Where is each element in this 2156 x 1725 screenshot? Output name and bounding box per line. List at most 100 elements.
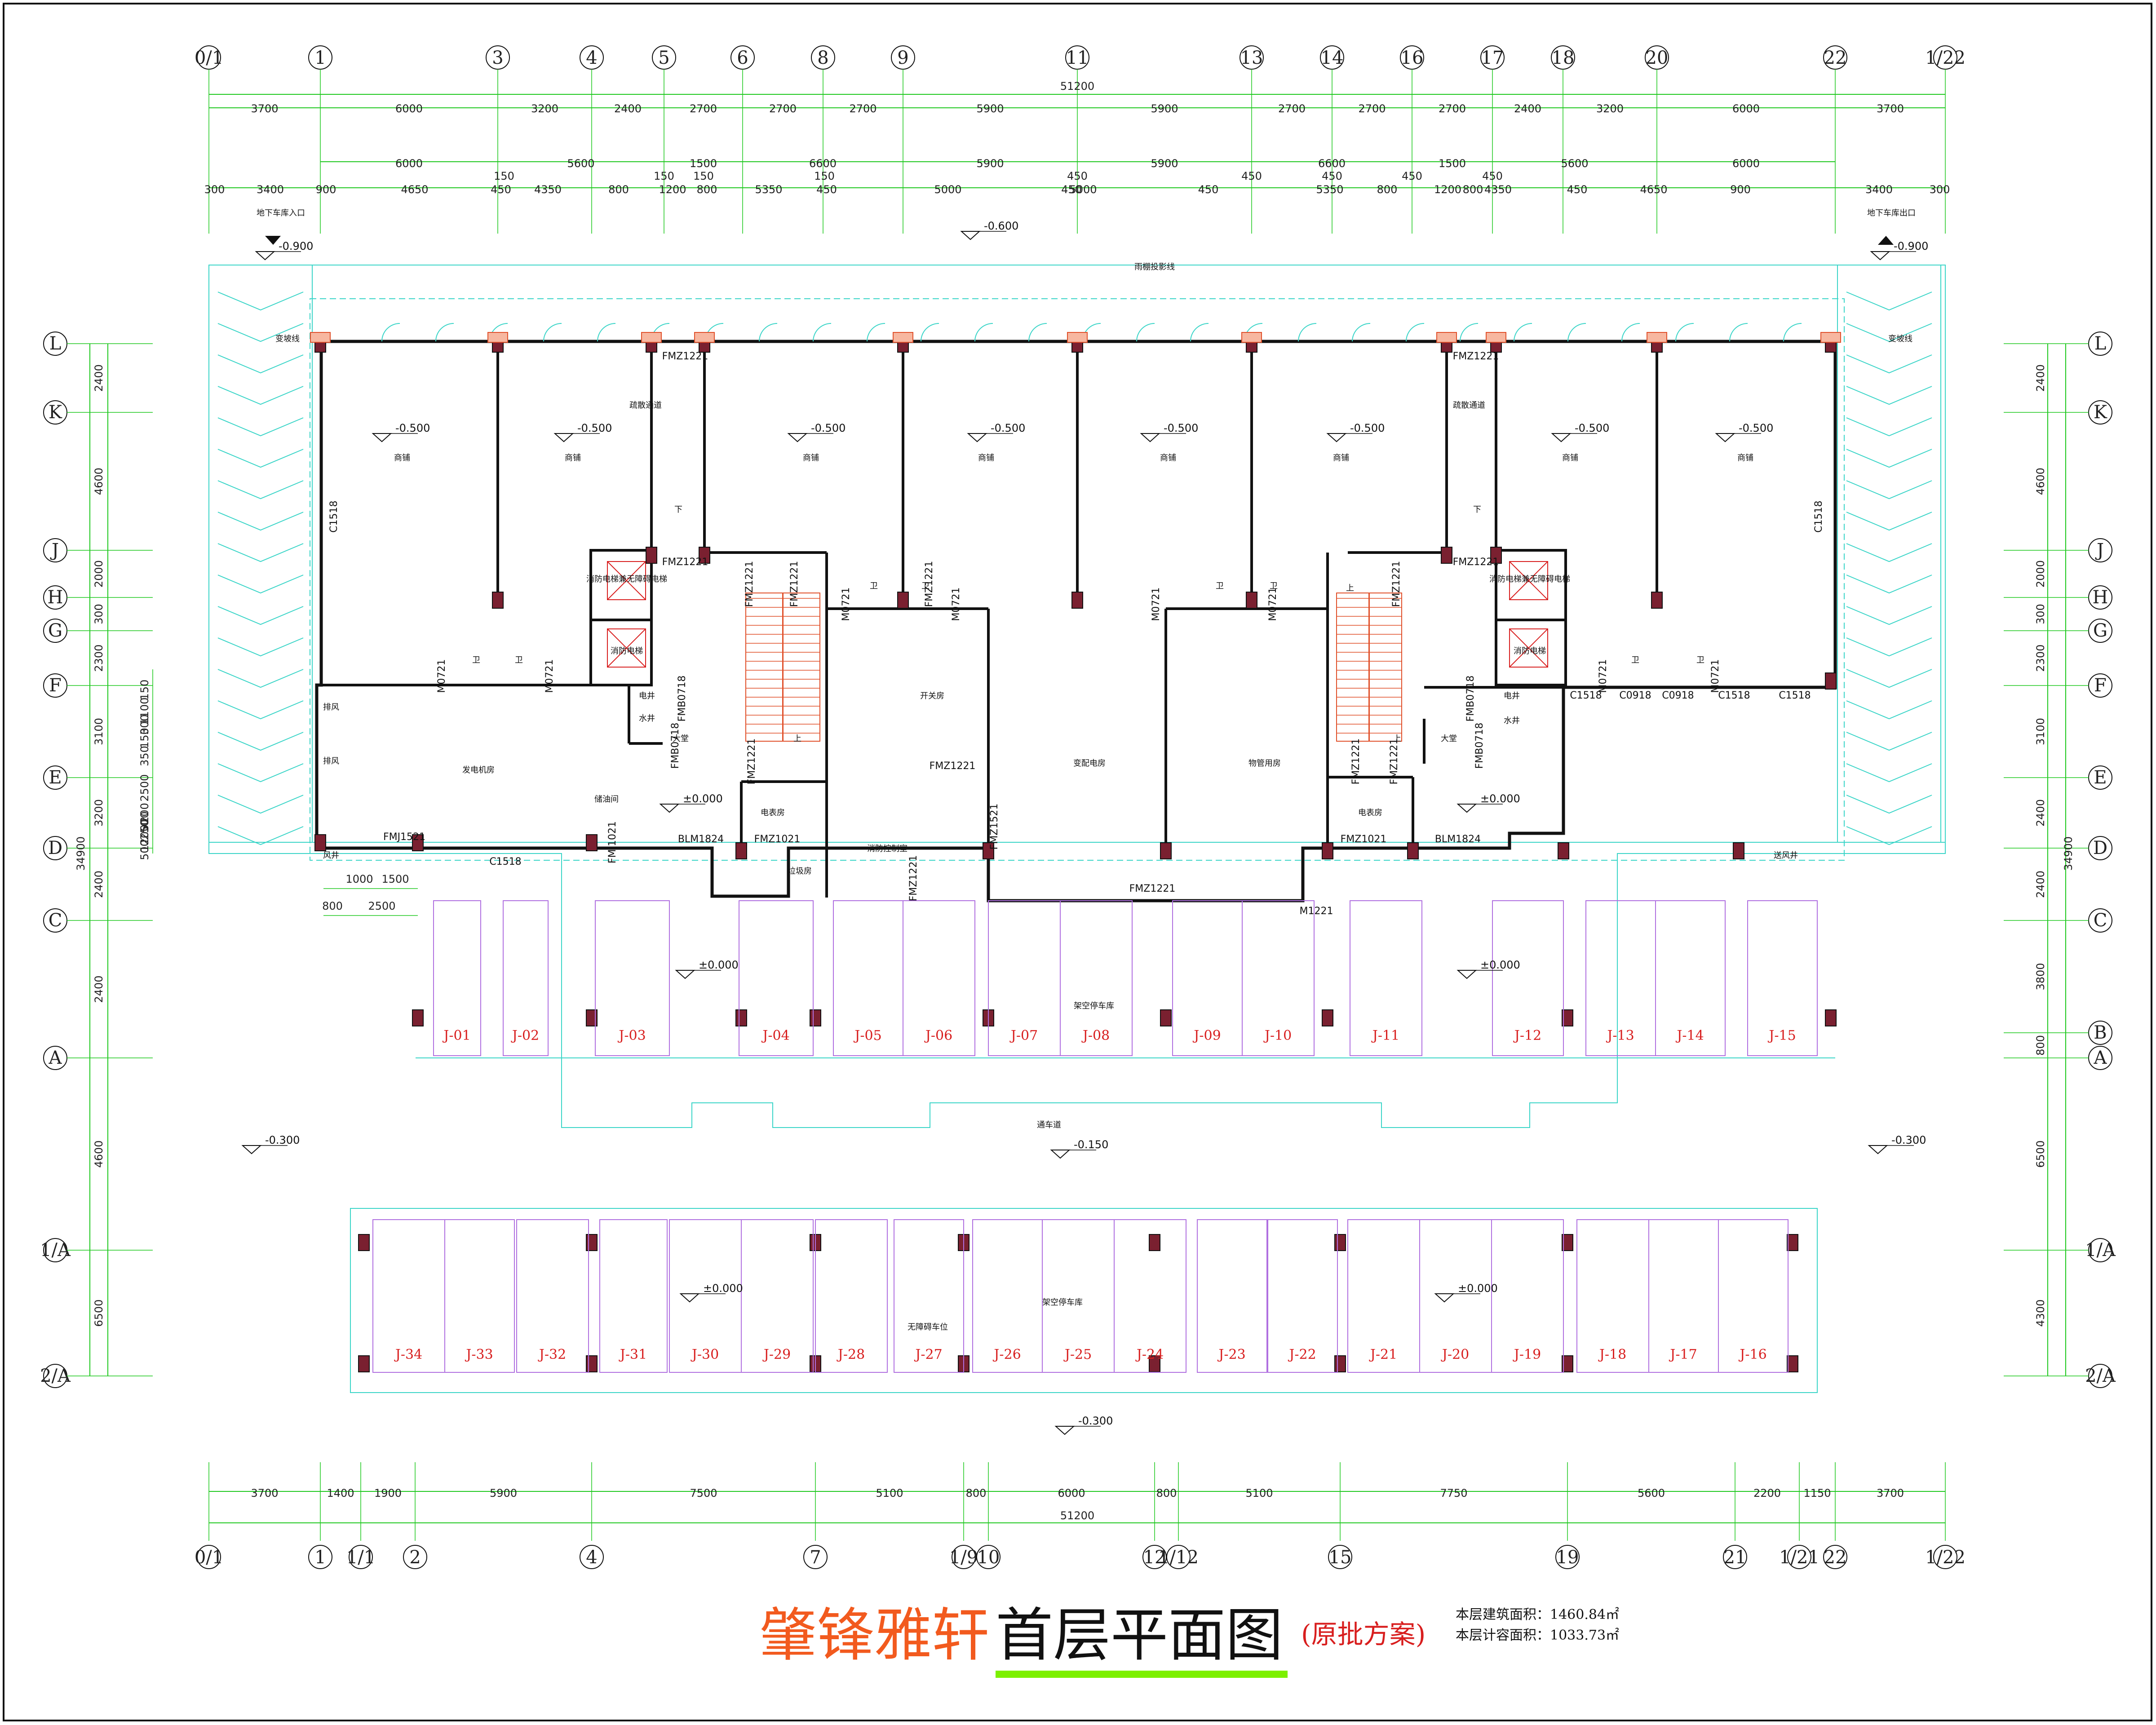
parking-label: J-07 <box>1009 1028 1038 1044</box>
axis-label-bottom: 22 <box>1824 1547 1847 1568</box>
dim-left-detail: 250 <box>138 819 151 840</box>
fire-lift-label: 消防电梯 <box>611 646 643 656</box>
room-label: 下 <box>1473 505 1481 514</box>
toilet-label: 卫 <box>472 655 480 665</box>
dim-row3: 450 <box>491 183 511 196</box>
dim-bottom: 7750 <box>1440 1487 1467 1499</box>
door-code: FMJ1021 <box>607 821 618 863</box>
parking-label: J-23 <box>1217 1347 1245 1362</box>
axis-bubble-bottom <box>952 1545 976 1569</box>
axis-label-top: 1/22 <box>1925 48 1966 68</box>
room-label: 上 <box>793 734 801 743</box>
dim-bottom: 6000 <box>1058 1487 1085 1499</box>
column <box>358 1355 370 1372</box>
axis-label-right: C <box>2094 910 2107 931</box>
axis-label-top: 18 <box>1552 48 1575 68</box>
column-cap <box>1067 332 1088 343</box>
dim-row3: 800 <box>1377 183 1398 196</box>
room-label: 垃圾房 <box>788 867 812 876</box>
parking-bay <box>1655 900 1726 1056</box>
dim-left-detail: 1200 <box>138 824 151 852</box>
lift-shaft-left <box>589 549 653 686</box>
column-cap <box>1436 332 1457 343</box>
dim-row1: 2400 <box>1514 102 1541 115</box>
room-label: 地下车库入口 <box>257 208 305 218</box>
ramp-chevron <box>1846 669 1932 688</box>
level-marker <box>1457 970 1477 979</box>
ramp-chevron <box>1846 323 1932 342</box>
parking-label: J-05 <box>853 1028 881 1044</box>
axis-bubble-bottom <box>1555 1545 1580 1569</box>
axis-label-bottom: 21 <box>1724 1547 1747 1568</box>
level-lobby: ±0.000 <box>1458 1282 1498 1295</box>
room-label: 水井 <box>1504 716 1520 725</box>
column <box>586 834 598 851</box>
column <box>586 1234 598 1251</box>
axis-label-right: J <box>2095 540 2104 561</box>
column <box>1558 842 1569 859</box>
axis-label-bottom: 0/1 <box>195 1547 223 1568</box>
dim-row1: 2700 <box>1358 102 1386 115</box>
dim-left: 300 <box>93 604 105 624</box>
parking-label: J-12 <box>1513 1028 1541 1044</box>
parking-label: J-20 <box>1441 1347 1469 1362</box>
level-marker <box>1140 433 1160 442</box>
fire-lift-label: 消防电梯 <box>1514 646 1546 656</box>
parking-bay <box>739 900 814 1056</box>
ramp-chevron <box>1846 826 1932 845</box>
toilet-label: 卫 <box>1270 581 1278 591</box>
column-cap <box>1820 332 1841 343</box>
level-shop: -0.500 <box>1739 422 1773 434</box>
column <box>1334 1355 1346 1372</box>
door-swing <box>813 323 832 342</box>
door-swing <box>381 323 400 342</box>
axis-label-right: L <box>2094 333 2107 354</box>
dim-bottom: 7500 <box>690 1487 717 1499</box>
axis-bubble-bottom <box>349 1545 373 1569</box>
column-cap <box>487 332 508 343</box>
column <box>1334 1234 1346 1251</box>
axis-label-top: 5 <box>658 48 669 68</box>
dim-bottom: 1400 <box>327 1487 354 1499</box>
dim-row1: 2700 <box>769 102 797 115</box>
axis-label-right: 1/A <box>2085 1240 2116 1261</box>
room-label: 上 <box>1393 734 1401 743</box>
parking-bay <box>815 1219 888 1373</box>
ramp-chevron <box>217 763 304 783</box>
dim-row1: 2700 <box>1439 102 1466 115</box>
ramp-chevron <box>217 386 304 405</box>
door-swing <box>1352 323 1371 342</box>
level-shop: -0.500 <box>1350 422 1385 434</box>
room-label: 电井 <box>1504 691 1520 701</box>
lift-cross <box>607 561 646 600</box>
toilet-label: 卫 <box>1631 655 1639 665</box>
room-label: 送风井 <box>1774 851 1798 860</box>
door-code: FMB0718 <box>1474 723 1485 769</box>
level-marker <box>241 1145 262 1154</box>
parking-bay <box>444 1219 515 1373</box>
door-swing <box>974 323 993 342</box>
parking-bay <box>1060 900 1133 1056</box>
parking-bay <box>1197 1219 1267 1373</box>
door-code: FMZ1221 <box>930 761 976 772</box>
level-marker <box>1868 1145 1888 1154</box>
door-code: FMZ1221 <box>924 561 935 607</box>
dim-left-detail: 200 <box>138 803 151 823</box>
area-notes: 本层建筑面积：1460.84㎡ 本层计容面积：1033.73㎡ <box>1456 1605 1619 1646</box>
exhaust-label: 排风 <box>323 756 339 766</box>
axis-label-left: K <box>49 402 62 423</box>
axis-label-right: K <box>2094 402 2107 423</box>
axis-label-right: D <box>2093 838 2107 858</box>
door-code: FMZ1221 <box>1453 557 1499 568</box>
level-marker <box>553 433 574 442</box>
dim-left: 2400 <box>93 364 105 392</box>
column <box>1825 1009 1837 1026</box>
parking-label: J-26 <box>992 1347 1021 1362</box>
ramp-chevron <box>1846 543 1932 562</box>
dim-right: 2300 <box>2034 644 2047 672</box>
room-label: 大堂 <box>1441 734 1457 743</box>
door-code: FMZ1221 <box>746 739 757 785</box>
axis-label-bottom: 12 <box>1143 1547 1166 1568</box>
room-label: 商铺 <box>394 453 410 463</box>
parking-label: J-24 <box>1135 1347 1164 1362</box>
